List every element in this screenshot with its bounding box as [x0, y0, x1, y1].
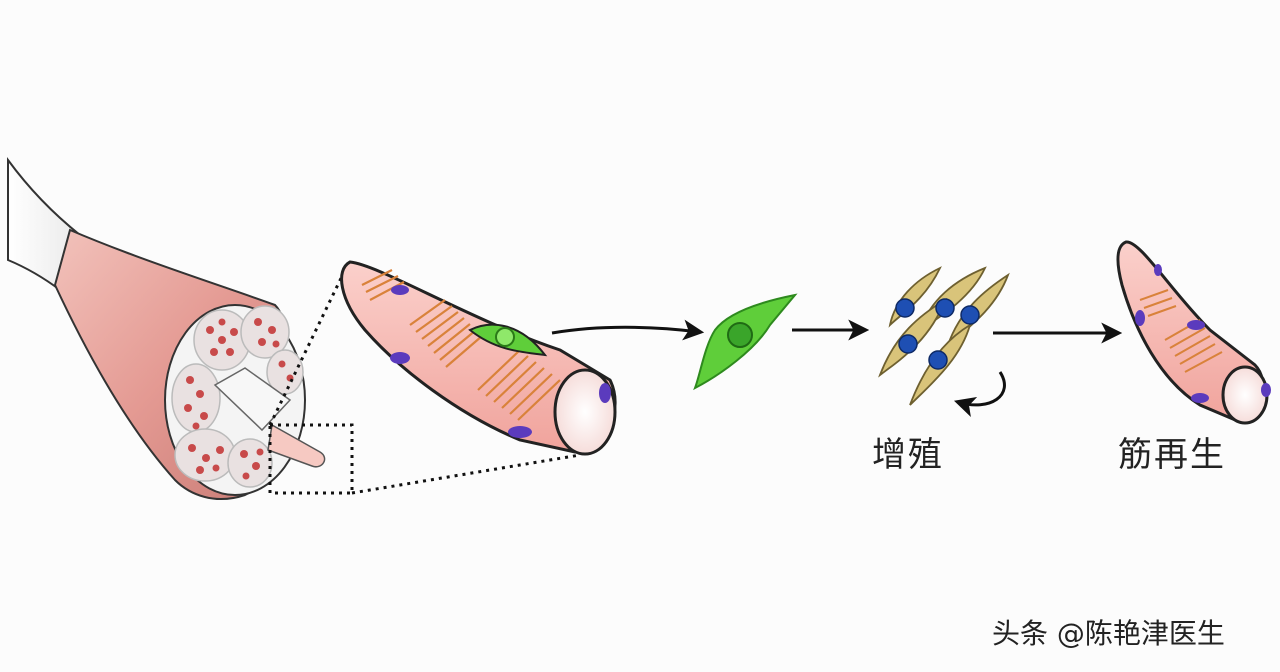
proliferation-label: 增殖: [872, 435, 944, 475]
regeneration-label: 筋再生: [1118, 435, 1226, 475]
muscle-fiber-icon: [340, 260, 617, 456]
zoom-selection: [268, 269, 581, 495]
muscle-bundle-icon: [7, 156, 326, 500]
myoblast-nuclei: [895, 298, 980, 370]
arrow-activation: [551, 319, 705, 341]
proliferation-loop-arrow: [953, 371, 1006, 418]
regenerated-fiber-icon: [1116, 240, 1271, 425]
watermark: 头条 @陈艳津医生: [992, 617, 1225, 650]
myoblast-cluster-icon: [878, 266, 1010, 406]
satellite-cell-icon: [693, 293, 798, 391]
